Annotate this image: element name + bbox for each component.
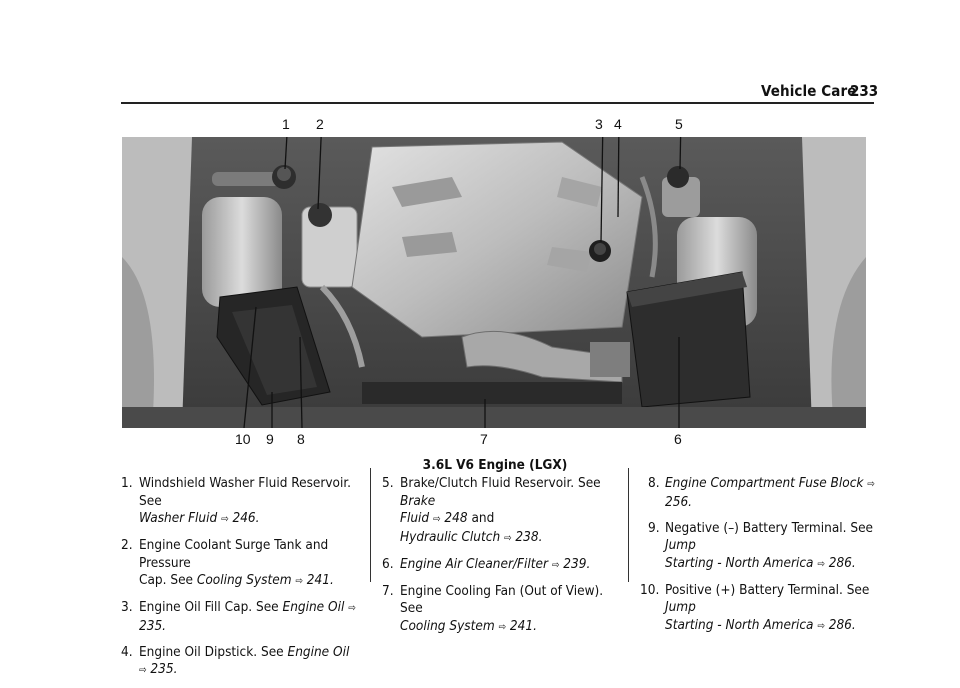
callout-3: 3 — [595, 116, 603, 132]
link-cooling-system[interactable]: Cooling System — [196, 572, 292, 588]
item-number: 9. — [648, 519, 660, 536]
page-ref-arrow-icon: ⇨ — [817, 558, 825, 570]
engine-bay-image — [122, 137, 866, 428]
page-link-241[interactable]: 241. — [306, 572, 334, 588]
callout-4: 4 — [614, 116, 622, 132]
item-number: 3. — [121, 599, 133, 615]
page-ref-arrow-icon: ⇨ — [348, 603, 356, 614]
callout-1: 1 — [282, 116, 290, 132]
link-hydraulic-clutch[interactable]: Hydraulic Clutch — [400, 528, 501, 545]
legend-item-9: 9. Negative (–) Battery Terminal. See Ju… — [640, 520, 876, 574]
link-engine-oil[interactable]: Engine Oil — [287, 643, 350, 660]
page-ref-arrow-icon: ⇨ — [817, 620, 825, 632]
page-link-241[interactable]: 241. — [509, 617, 537, 634]
item-text: Engine Coolant Surge Tank and Pressure — [139, 537, 329, 571]
page-ref-arrow-icon: ⇨ — [295, 576, 303, 587]
legend-column-3: 8. Engine Compartment Fuse Block ⇨ 256. … — [640, 475, 876, 644]
item-number: 7. — [382, 582, 394, 599]
page-ref-arrow-icon: ⇨ — [498, 621, 507, 633]
page-link-239[interactable]: 239. — [563, 555, 591, 572]
callout-10: 10 — [235, 431, 251, 447]
page-ref-arrow-icon: ⇨ — [221, 514, 229, 525]
link-brake-fluid-cont[interactable]: Fluid — [400, 510, 430, 526]
item-number: 10. — [640, 581, 660, 598]
legend-item-5: 5. Brake/Clutch Fluid Reservoir. See Bra… — [382, 475, 618, 547]
page-link-286[interactable]: 286. — [828, 616, 856, 633]
link-jump-starting[interactable]: Jump — [665, 599, 696, 615]
item-number: 1. — [121, 475, 133, 491]
legend-column-2: 5. Brake/Clutch Fluid Reservoir. See Bra… — [382, 475, 618, 645]
legend-item-8: 8. Engine Compartment Fuse Block ⇨ 256. — [640, 475, 876, 511]
item-text: Engine Cooling Fan (Out of View). See — [400, 582, 604, 617]
item-number: 5. — [382, 475, 394, 491]
legend-item-2: 2. Engine Coolant Surge Tank and Pressur… — [121, 537, 357, 591]
callout-2: 2 — [316, 116, 324, 132]
callout-9: 9 — [266, 431, 274, 447]
link-jump-starting-cont[interactable]: Starting - North America — [665, 554, 814, 571]
legend-item-3: 3. Engine Oil Fill Cap. See Engine Oil ⇨… — [121, 599, 357, 635]
link-engine-air-cleaner[interactable]: Engine Air Cleaner/Filter — [400, 555, 549, 572]
item-text: Negative (–) Battery Terminal. See — [665, 519, 874, 536]
section-title: Vehicle Care — [761, 82, 857, 100]
page-link-235[interactable]: 235. — [139, 617, 167, 634]
page-ref-arrow-icon: ⇨ — [504, 532, 512, 544]
page-link-286[interactable]: 286. — [828, 554, 856, 571]
page-ref-arrow-icon: ⇨ — [867, 479, 875, 490]
callout-5: 5 — [675, 116, 683, 132]
page-header: Vehicle Care 233 — [0, 82, 960, 102]
callout-8: 8 — [297, 431, 305, 447]
callout-6: 6 — [674, 431, 682, 447]
page-ref-arrow-icon: ⇨ — [139, 665, 147, 676]
column-divider-1 — [370, 468, 371, 582]
figure-caption-text: 3.6L V6 Engine (LGX) — [422, 457, 568, 473]
callout-7: 7 — [480, 431, 488, 447]
item-text: Windshield Washer Fluid Reservoir. See — [139, 475, 351, 509]
header-rule — [121, 102, 874, 104]
link-jump-starting-cont[interactable]: Starting - North America — [665, 616, 814, 633]
column-divider-2 — [628, 468, 629, 582]
link-fuse-block[interactable]: Engine Compartment Fuse Block — [665, 475, 864, 491]
item-number: 4. — [121, 643, 133, 660]
legend-item-10: 10. Positive (+) Battery Terminal. See J… — [640, 582, 876, 636]
legend-item-4: 4. Engine Oil Dipstick. See Engine Oil ⇨… — [121, 644, 357, 680]
link-brake-fluid[interactable]: Brake — [400, 492, 436, 509]
figure-caption: 3.6L V6 Engine (LGX) — [0, 457, 960, 473]
link-cooling-system[interactable]: Cooling System — [400, 617, 495, 634]
legend-item-6: 6. Engine Air Cleaner/Filter ⇨ 239. — [382, 556, 618, 575]
item-text: Engine Oil Dipstick. See — [139, 643, 284, 660]
page-number: 233 — [850, 82, 879, 100]
item-text: and — [471, 510, 495, 526]
page-link-235[interactable]: 235. — [150, 661, 178, 677]
legend-item-7: 7. Engine Cooling Fan (Out of View). See… — [382, 583, 618, 637]
engine-figure: 1 2 3 4 5 — [120, 108, 866, 460]
page-link-256[interactable]: 256. — [665, 493, 693, 510]
page-link-246[interactable]: 246. — [232, 510, 260, 526]
page-ref-arrow-icon: ⇨ — [551, 559, 560, 571]
link-jump-starting[interactable]: Jump — [665, 537, 696, 553]
item-text: Engine Oil Fill Cap. See — [139, 599, 279, 615]
page-ref-arrow-icon: ⇨ — [433, 514, 441, 525]
link-engine-oil[interactable]: Engine Oil — [282, 599, 345, 615]
item-number: 8. — [648, 475, 660, 491]
item-number: 6. — [382, 555, 394, 572]
link-washer-fluid[interactable]: Washer Fluid — [139, 510, 218, 526]
page-link-248[interactable]: 248 — [444, 510, 468, 526]
engine-bay-illustration — [122, 137, 866, 428]
item-text: Brake/Clutch Fluid Reservoir. See — [400, 475, 601, 491]
item-text: Positive (+) Battery Terminal. See — [665, 581, 870, 598]
item-number: 2. — [121, 537, 133, 553]
legend-item-1: 1. Windshield Washer Fluid Reservoir. Se… — [121, 475, 357, 529]
item-text: Cap. See — [139, 572, 194, 588]
page-link-238[interactable]: 238. — [515, 528, 543, 545]
legend-column-1: 1. Windshield Washer Fluid Reservoir. Se… — [121, 475, 357, 688]
